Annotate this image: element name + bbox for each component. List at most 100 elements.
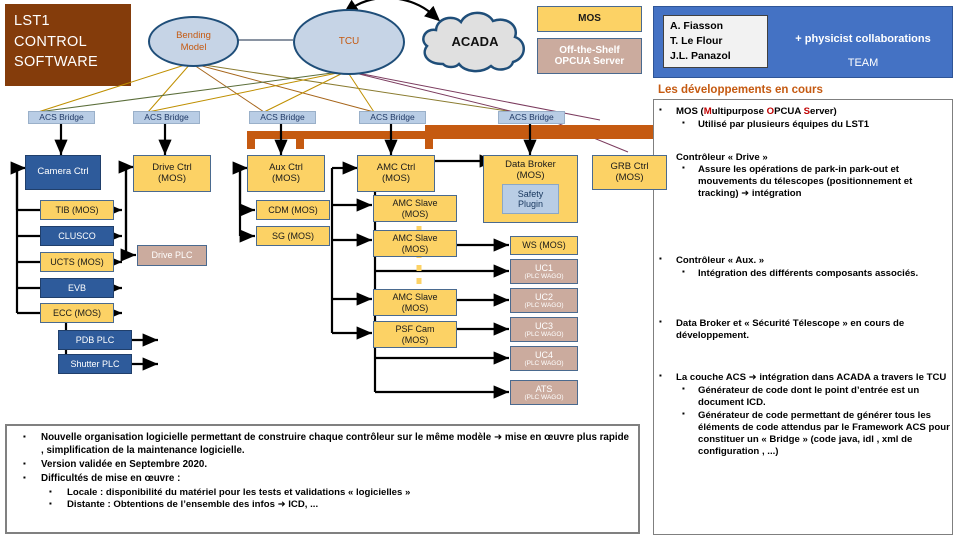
developments-panel: MOS (Multipurpose OPCUA Server) Utilisé …	[653, 99, 953, 535]
dev-item-5: La couche ACS ➜ intégration dans ACADA a…	[654, 371, 952, 384]
clusco-node[interactable]: CLUSCO	[40, 226, 114, 246]
ats-node[interactable]: ATS (PLC WAGO)	[510, 380, 578, 405]
camera-ctrl-node[interactable]: Camera Ctrl	[25, 155, 101, 190]
amc-slave-3-node[interactable]: AMC Slave (MOS)	[373, 289, 457, 316]
grb-ctrl-node[interactable]: GRB Ctrl (MOS)	[592, 155, 667, 190]
team-label: TEAM	[847, 57, 879, 69]
uc3-node[interactable]: UC3 (PLC WAGO)	[510, 317, 578, 342]
dev-item-3: Contrôleur « Aux. »	[654, 254, 952, 267]
pdb-plc-node[interactable]: PDB PLC	[58, 330, 132, 350]
team-name-1: A. Fiasson	[670, 20, 724, 32]
uc4-node[interactable]: UC4 (PLC WAGO)	[510, 346, 578, 371]
amc-slave-label-2: (MOS)	[401, 243, 429, 254]
ats-label-1: ATS	[535, 383, 553, 394]
orange-bus-main	[247, 131, 659, 139]
orange-bus-step	[425, 125, 659, 132]
dev-item-1-sub: Utilisé par plusieurs équipes du LST1	[654, 118, 952, 131]
drive-ctrl-label-1: Drive Ctrl	[152, 161, 192, 173]
acs-bridge-label: ACS Bridge	[144, 111, 189, 122]
summary-panel: Nouvelle organisation logicielle permett…	[5, 424, 640, 534]
dev-item-3-sub: Intégration des différents composants as…	[654, 267, 952, 280]
page-title: LST1 CONTROL SOFTWARE	[5, 4, 131, 86]
psf-cam-label-2: (MOS)	[401, 334, 429, 345]
evb-node[interactable]: EVB	[40, 278, 114, 298]
dev-item-2: Contrôleur « Drive »	[676, 152, 768, 163]
team-name-2: T. Le Flour	[670, 34, 723, 47]
summary-item-2: Version validée en Septembre 2020.	[15, 459, 630, 472]
uc1-node[interactable]: UC1 (PLC WAGO)	[510, 259, 578, 284]
evb-label: EVB	[67, 282, 86, 293]
mos-label: MOS	[578, 13, 601, 25]
amc-slave-label-1: AMC Slave	[392, 198, 438, 209]
acada-cloud-node[interactable]: ACADA	[415, 8, 535, 74]
physicist-collaborations-label: + physicist collaborations	[795, 33, 931, 45]
grb-ctrl-label-1: GRB Ctrl	[610, 160, 649, 172]
clusco-label: CLUSCO	[58, 230, 96, 241]
acs-bridge-drive[interactable]: ACS Bridge	[133, 111, 200, 124]
drive-ctrl-label-2: (MOS)	[158, 172, 186, 184]
cdm-node[interactable]: CDM (MOS)	[256, 200, 330, 220]
amc-slave-label-2: (MOS)	[401, 208, 429, 219]
safety-plugin-label-1: Safety	[517, 189, 544, 200]
bending-model-label-1: Bending	[176, 30, 211, 42]
pdb-plc-label: PDB PLC	[75, 334, 115, 345]
tcu-label: TCU	[338, 36, 360, 47]
dev-item-4: Data Broker et « Sécurité Télescope » en…	[654, 317, 952, 342]
camera-ctrl-label: Camera Ctrl	[37, 166, 89, 178]
data-broker-node[interactable]: Data Broker (MOS) Safety Plugin	[483, 155, 578, 223]
ucts-node[interactable]: UCTS (MOS)	[40, 252, 114, 272]
dev-item-1: MOS (Multipurpose OPCUA Server)	[654, 105, 952, 118]
aux-ctrl-label-2: (MOS)	[272, 172, 300, 184]
amc-ctrl-label-2: (MOS)	[382, 172, 410, 184]
off-the-shelf-opcua-server-node[interactable]: Off-the-Shelf OPCUA Server	[537, 38, 642, 74]
bending-model-node[interactable]: Bending Model	[148, 16, 239, 67]
cdm-label: CDM (MOS)	[268, 204, 318, 215]
summary-item-1: Nouvelle organisation logicielle permett…	[15, 432, 630, 458]
amc-slave-2-node[interactable]: AMC Slave (MOS)	[373, 230, 457, 257]
drive-plc-node[interactable]: Drive PLC	[137, 245, 207, 266]
dev-item-2-sub: Assure les opérations de park-in park-ou…	[654, 163, 952, 200]
acs-bridge-label: ACS Bridge	[260, 111, 305, 122]
acs-bridge-broker[interactable]: ACS Bridge	[498, 111, 565, 124]
ws-node[interactable]: WS (MOS)	[510, 236, 578, 255]
data-broker-label-2: (MOS)	[516, 169, 545, 181]
ecc-node[interactable]: ECC (MOS)	[40, 303, 114, 323]
shutter-plc-node[interactable]: Shutter PLC	[58, 354, 132, 374]
uc4-label-2: (PLC WAGO)	[524, 359, 564, 367]
drive-ctrl-node[interactable]: Drive Ctrl (MOS)	[133, 155, 211, 192]
amc-ctrl-node[interactable]: AMC Ctrl (MOS)	[357, 155, 435, 192]
mos-node[interactable]: MOS	[537, 6, 642, 32]
ots-label-1: Off-the-Shelf	[559, 44, 620, 56]
tib-node[interactable]: TIB (MOS)	[40, 200, 114, 220]
acs-bridge-label: ACS Bridge	[370, 111, 415, 122]
summary-item-3-sub-2: Distante : Obtentions de l’ensemble des …	[15, 499, 630, 512]
acs-bridge-camera[interactable]: ACS Bridge	[28, 111, 95, 124]
ots-label-2: OPCUA Server	[554, 56, 625, 67]
amc-slave-1-node[interactable]: AMC Slave (MOS)	[373, 195, 457, 222]
bending-model-label-2: Model	[180, 41, 207, 53]
uc2-node[interactable]: UC2 (PLC WAGO)	[510, 288, 578, 313]
tcu-node[interactable]: TCU	[293, 9, 405, 75]
amc-slave-label-2: (MOS)	[401, 302, 429, 313]
psf-cam-node[interactable]: PSF Cam (MOS)	[373, 321, 457, 348]
ucts-label: UCTS (MOS)	[50, 256, 104, 267]
title-line-3: SOFTWARE	[14, 54, 99, 71]
uc2-label-2: (PLC WAGO)	[524, 301, 564, 309]
acs-bridge-amc[interactable]: ACS Bridge	[359, 111, 426, 124]
aux-ctrl-node[interactable]: Aux Ctrl (MOS)	[247, 155, 325, 192]
dev-item-5-sub-2: Générateur de code permettant de générer…	[654, 409, 952, 458]
uc3-label-2: (PLC WAGO)	[524, 330, 564, 338]
acada-label: ACADA	[451, 33, 499, 49]
grb-ctrl-label-2: (MOS)	[615, 171, 644, 183]
sg-node[interactable]: SG (MOS)	[256, 226, 330, 246]
team-banner: A. Fiasson T. Le Flour J.L. Panazol + ph…	[653, 6, 953, 78]
acs-bridge-aux[interactable]: ACS Bridge	[249, 111, 316, 124]
orange-bus-drop-left	[247, 131, 255, 149]
uc4-label-1: UC4	[534, 349, 553, 360]
safety-plugin-node[interactable]: Safety Plugin	[502, 184, 559, 215]
aux-ctrl-label-1: Aux Ctrl	[269, 161, 303, 173]
orange-bus-drop-mid	[296, 131, 304, 149]
acs-bridge-label: ACS Bridge	[39, 111, 84, 122]
dev-item-5-sub-1: Générateur de code dont le point d’entré…	[654, 384, 952, 409]
uc1-label-1: UC1	[534, 262, 553, 273]
